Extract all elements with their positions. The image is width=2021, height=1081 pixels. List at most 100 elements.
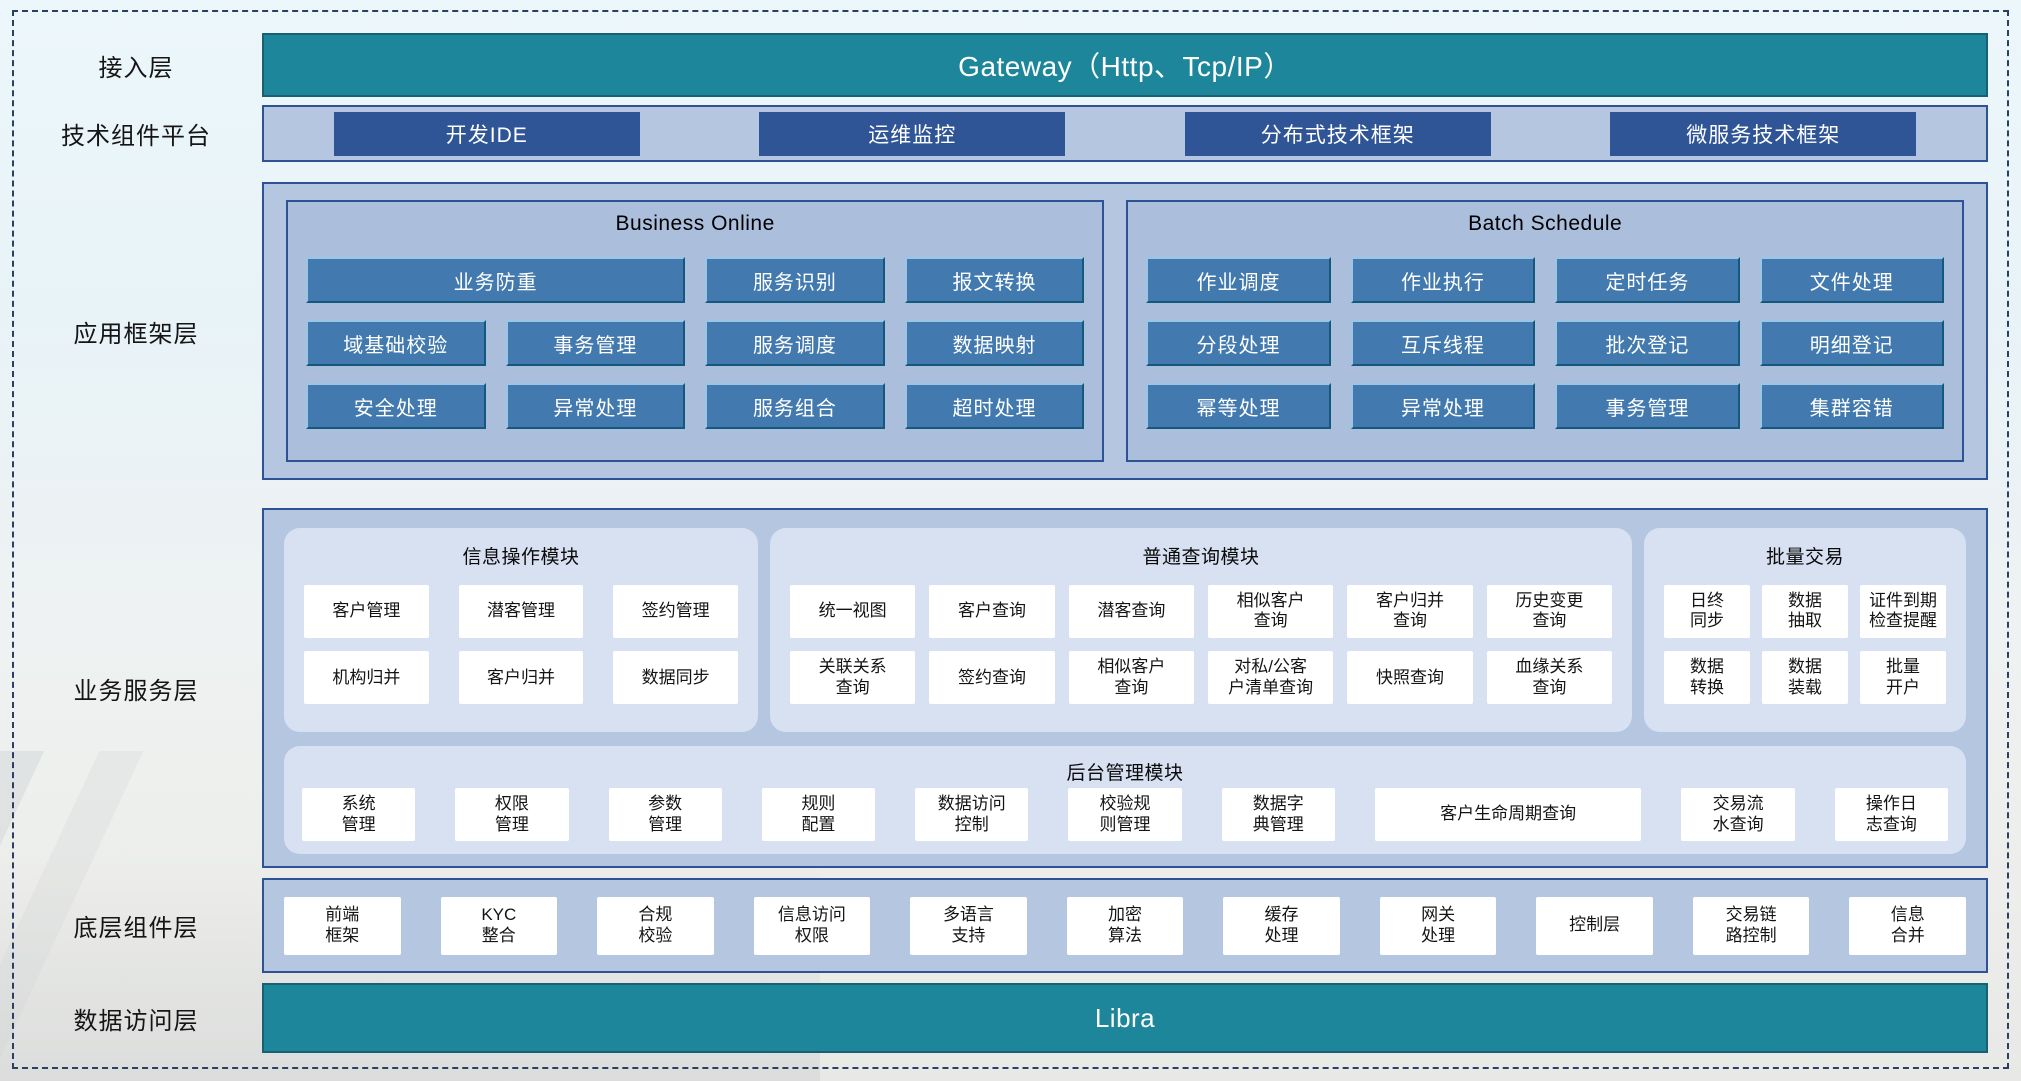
batch-schedule-item: 作业执行 <box>1350 257 1536 303</box>
admin-module-title: 后台管理模块 <box>1066 763 1184 784</box>
batch-schedule-item: 幂等处理 <box>1146 383 1331 429</box>
admin-module-item: 权限 管理 <box>455 788 569 841</box>
base-component-item: 控制层 <box>1536 896 1653 955</box>
app-framework-row: Business Online 业务防重服务识别报文转换域基础校验事务管理服务调… <box>262 182 1988 480</box>
base-component-item: 信息 合并 <box>1849 896 1966 955</box>
info-operation-item: 客户归并 <box>458 651 584 705</box>
layer-label-access: 接入层 <box>98 54 174 82</box>
general-query-item: 签约查询 <box>929 651 1055 705</box>
general-query-item: 历史变更 查询 <box>1486 584 1612 638</box>
base-component-item: 加密 算法 <box>1066 896 1184 955</box>
general-query-item: 关联关系 查询 <box>790 651 916 705</box>
business-online-item: 异常处理 <box>505 383 686 429</box>
general-query-grid: 统一视图客户查询潜客查询相似客户 查询客户归并 查询历史变更 查询关联关系 查询… <box>790 571 1612 718</box>
business-online-title: Business Online <box>615 212 775 235</box>
batch-schedule-item: 互斥线程 <box>1350 320 1536 366</box>
batch-schedule-item: 明细登记 <box>1759 320 1944 366</box>
base-component-item: 缓存 处理 <box>1223 896 1340 955</box>
batch-trade-item: 数据 转换 <box>1664 651 1750 705</box>
libra-bar: Libra <box>262 983 1988 1053</box>
batch-schedule-item: 定时任务 <box>1555 257 1740 303</box>
layer-label-tech: 技术组件平台 <box>61 123 211 150</box>
batch-schedule-grid: 作业调度作业执行定时任务文件处理分段处理互斥线程批次登记明细登记幂等处理异常处理… <box>1146 240 1944 446</box>
tech-platform-item: 微服务技术框架 <box>1610 111 1917 156</box>
business-online-item: 事务管理 <box>505 320 686 366</box>
batch-trade-item: 数据 抽取 <box>1762 584 1848 638</box>
tech-platform-item: 运维监控 <box>759 111 1066 156</box>
business-online-item: 数据映射 <box>904 320 1085 366</box>
general-query-item: 潜客查询 <box>1068 584 1194 638</box>
admin-module: 后台管理模块 系统 管理权限 管理参数 管理规则 配置数据访问 控制校验规 则管… <box>284 746 1966 854</box>
batch-schedule-item: 分段处理 <box>1146 320 1331 366</box>
general-query-title: 普通查询模块 <box>1142 547 1260 568</box>
business-online-item: 服务识别 <box>705 257 885 303</box>
general-query-item: 客户归并 查询 <box>1347 584 1473 638</box>
admin-module-item: 参数 管理 <box>608 788 722 841</box>
general-query-item: 相似客户 查询 <box>1068 651 1194 705</box>
general-query-item: 相似客户 查询 <box>1208 584 1334 638</box>
business-online-grid: 业务防重服务识别报文转换域基础校验事务管理服务调度数据映射安全处理异常处理服务组… <box>306 240 1085 446</box>
admin-module-item: 校验规 则管理 <box>1068 788 1182 841</box>
base-component-item: 合规 校验 <box>597 896 714 955</box>
admin-module-item: 交易流 水查询 <box>1681 788 1795 841</box>
business-online-item: 服务调度 <box>705 320 885 366</box>
business-online-item: 超时处理 <box>904 383 1085 429</box>
batch-trade-item: 日终 同步 <box>1664 584 1750 638</box>
batch-schedule-title: Batch Schedule <box>1468 212 1623 235</box>
info-operation-item: 数据同步 <box>613 651 738 705</box>
batch-trade-item: 批量 开户 <box>1860 651 1946 705</box>
base-component-item: 多语言 支持 <box>910 896 1027 955</box>
info-operation-item: 签约管理 <box>613 584 738 638</box>
business-service-row: 信息操作模块 客户管理潜客管理签约管理机构归并客户归并数据同步 普通查询模块 统… <box>262 508 1988 868</box>
batch-trade-item: 数据 装载 <box>1762 651 1848 705</box>
service-modules-row: 信息操作模块 客户管理潜客管理签约管理机构归并客户归并数据同步 普通查询模块 统… <box>284 528 1966 732</box>
business-online-item: 业务防重 <box>306 257 686 303</box>
base-component-item: 网关 处理 <box>1379 896 1497 955</box>
batch-schedule-item: 事务管理 <box>1555 383 1740 429</box>
business-online-item: 域基础校验 <box>306 320 486 366</box>
layer-label-app-framework: 应用框架层 <box>73 320 199 348</box>
base-component-item: 交易链 路控制 <box>1692 896 1810 955</box>
business-online-item: 安全处理 <box>306 383 486 429</box>
general-query-item: 快照查询 <box>1347 651 1473 705</box>
base-component-item: 信息访问 权限 <box>753 896 871 955</box>
batch-schedule-item: 批次登记 <box>1555 320 1740 366</box>
admin-module-item: 系统 管理 <box>302 788 416 841</box>
batch-schedule-item: 文件处理 <box>1759 257 1944 303</box>
admin-module-item: 操作日 志查询 <box>1834 788 1948 841</box>
general-query-item: 统一视图 <box>790 584 916 638</box>
business-service-container: 信息操作模块 客户管理潜客管理签约管理机构归并客户归并数据同步 普通查询模块 统… <box>262 508 1988 868</box>
access-layer-row: Gateway（Http、Tcp/IP） <box>262 33 1988 97</box>
admin-module-item: 规则 配置 <box>761 788 876 841</box>
batch-schedule-item: 异常处理 <box>1350 383 1536 429</box>
tech-platform-item: 分布式技术框架 <box>1184 111 1491 156</box>
business-online-box: Business Online 业务防重服务识别报文转换域基础校验事务管理服务调… <box>286 200 1105 462</box>
general-query-item: 客户查询 <box>929 584 1055 638</box>
info-operation-item: 潜客管理 <box>458 584 584 638</box>
batch-trade-item: 证件到期 检查提醒 <box>1860 584 1946 638</box>
batch-schedule-item: 作业调度 <box>1146 257 1331 303</box>
admin-module-grid: 系统 管理权限 管理参数 管理规则 配置数据访问 控制校验规 则管理数据字 典管… <box>302 787 1948 842</box>
business-online-item: 服务组合 <box>705 383 885 429</box>
general-query-module: 普通查询模块 统一视图客户查询潜客查询相似客户 查询客户归并 查询历史变更 查询… <box>770 528 1632 732</box>
batch-trade-title: 批量交易 <box>1765 547 1844 568</box>
general-query-item: 血缘关系 查询 <box>1486 651 1612 705</box>
info-operation-grid: 客户管理潜客管理签约管理机构归并客户归并数据同步 <box>304 571 738 718</box>
gateway-bar: Gateway（Http、Tcp/IP） <box>262 33 1988 97</box>
admin-module-item: 数据访问 控制 <box>915 788 1029 841</box>
base-component-item: KYC 整合 <box>440 896 558 955</box>
dashed-outer-frame <box>12 10 2009 1069</box>
batch-trade-module: 批量交易 日终 同步数据 抽取证件到期 检查提醒数据 转换数据 装载批量 开户 <box>1644 528 1966 732</box>
tech-platform-row: 开发IDE 运维监控 分布式技术框架 微服务技术框架 <box>262 105 1988 162</box>
tech-platform-item: 开发IDE <box>333 111 640 156</box>
info-operation-item: 机构归并 <box>304 651 429 705</box>
tech-platform-container: 开发IDE 运维监控 分布式技术框架 微服务技术框架 <box>262 105 1988 162</box>
layer-label-base-components: 底层组件层 <box>73 915 199 942</box>
admin-module-item: 数据字 典管理 <box>1221 788 1335 841</box>
layer-label-data-access: 数据访问层 <box>73 1007 199 1035</box>
layer-label-business-service: 业务服务层 <box>73 677 199 705</box>
info-operation-item: 客户管理 <box>304 584 429 638</box>
batch-trade-grid: 日终 同步数据 抽取证件到期 检查提醒数据 转换数据 装载批量 开户 <box>1664 571 1946 718</box>
